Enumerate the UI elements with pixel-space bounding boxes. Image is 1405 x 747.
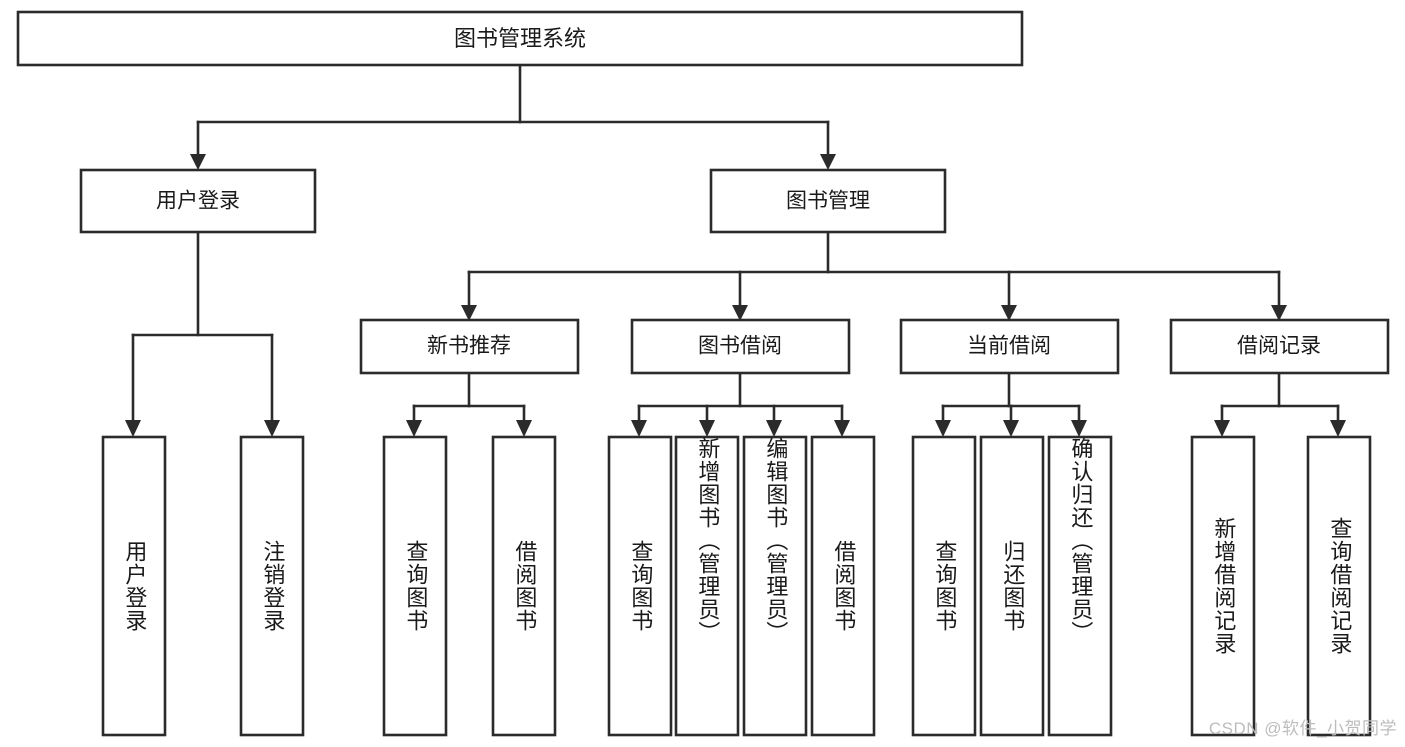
connector-group-new-book-recommend-to-leaves — [406, 371, 532, 437]
leaf-box-query-record[interactable] — [1306, 435, 1372, 737]
arrow-bb-leaf2 — [699, 420, 715, 437]
leaf-box-user-logout[interactable] — [239, 435, 305, 737]
arrow-bb-leaf4 — [834, 420, 850, 437]
node-current-borrow[interactable]: 当前借阅 — [899, 318, 1120, 375]
arrow-nbr-leaf1 — [406, 420, 422, 437]
leaf-box-return-book[interactable] — [979, 435, 1045, 737]
leaf-box-query-book-3[interactable] — [911, 435, 977, 737]
leaf-box-borrow-book-1[interactable] — [491, 435, 557, 737]
node-root-label: 图书管理系统 — [454, 26, 586, 51]
arrow-user-login-leaf2 — [264, 420, 280, 437]
connector-group-borrow-record-to-leaves — [1214, 371, 1346, 437]
node-book-borrow-box[interactable] — [630, 318, 851, 375]
node-borrow-record[interactable]: 借阅记录 — [1169, 318, 1390, 375]
node-user-login-box[interactable] — [79, 168, 317, 234]
connector-group-book-borrow-to-leaves — [631, 371, 850, 437]
arrow-br-leaf1 — [1214, 420, 1230, 437]
leaf-box-add-record[interactable] — [1190, 435, 1256, 737]
arrow-cb-leaf3 — [1071, 420, 1087, 437]
arrow-bb-leaf1 — [631, 420, 647, 437]
node-book-manage-box[interactable] — [709, 168, 947, 234]
node-current-borrow-label: 当前借阅 — [967, 335, 1051, 358]
leaf-box-group — [101, 435, 1372, 737]
leaf-box-query-book-2[interactable] — [607, 435, 673, 737]
leaf-box-add-book[interactable] — [674, 435, 740, 737]
arrow-to-borrow-record — [1271, 305, 1287, 321]
connector-group-user-login-to-leaves — [125, 230, 280, 437]
arrow-br-leaf2 — [1330, 420, 1346, 437]
leaf-box-query-book-1[interactable] — [382, 435, 448, 737]
connector-group-current-borrow-to-leaves — [935, 371, 1087, 437]
leaf-box-confirm-return[interactable] — [1047, 435, 1113, 737]
arrow-nbr-leaf2 — [516, 420, 532, 437]
arrow-cb-leaf1 — [935, 420, 951, 437]
connector-group-book-manage-to-level3 — [461, 230, 1287, 321]
node-new-book-recommend[interactable]: 新书推荐 — [359, 318, 580, 375]
node-book-manage[interactable]: 图书管理 — [709, 168, 947, 234]
leaf-box-borrow-book-2[interactable] — [810, 435, 876, 737]
leaf-box-edit-book[interactable] — [742, 435, 808, 737]
node-book-borrow-label: 图书借阅 — [698, 335, 782, 358]
arrow-to-current-borrow — [1001, 305, 1017, 321]
arrow-to-book-borrow — [732, 305, 748, 321]
node-borrow-record-box[interactable] — [1169, 318, 1390, 375]
node-new-book-recommend-label: 新书推荐 — [427, 335, 511, 358]
arrow-bb-leaf3 — [766, 420, 782, 437]
leaf-box-user-login[interactable] — [101, 435, 167, 737]
node-new-book-recommend-box[interactable] — [359, 318, 580, 375]
arrow-to-new-book-recommend — [461, 305, 477, 321]
node-root-box[interactable] — [16, 10, 1024, 67]
csdn-watermark: CSDN @软件_小贺同学 — [1208, 719, 1397, 738]
node-current-borrow-box[interactable] — [899, 318, 1120, 375]
node-book-manage-label: 图书管理 — [786, 190, 870, 213]
node-root[interactable]: 图书管理系统 — [16, 10, 1024, 67]
arrow-to-book-manage — [820, 154, 836, 170]
node-user-login-label: 用户登录 — [156, 190, 240, 213]
node-borrow-record-label: 借阅记录 — [1237, 335, 1321, 358]
connector-group-root-to-level2 — [190, 63, 836, 170]
arrow-user-login-leaf1 — [125, 420, 141, 437]
node-user-login[interactable]: 用户登录 — [79, 168, 317, 234]
arrow-to-user-login — [190, 154, 206, 170]
node-book-borrow[interactable]: 图书借阅 — [630, 318, 851, 375]
arrow-cb-leaf2 — [1003, 420, 1019, 437]
